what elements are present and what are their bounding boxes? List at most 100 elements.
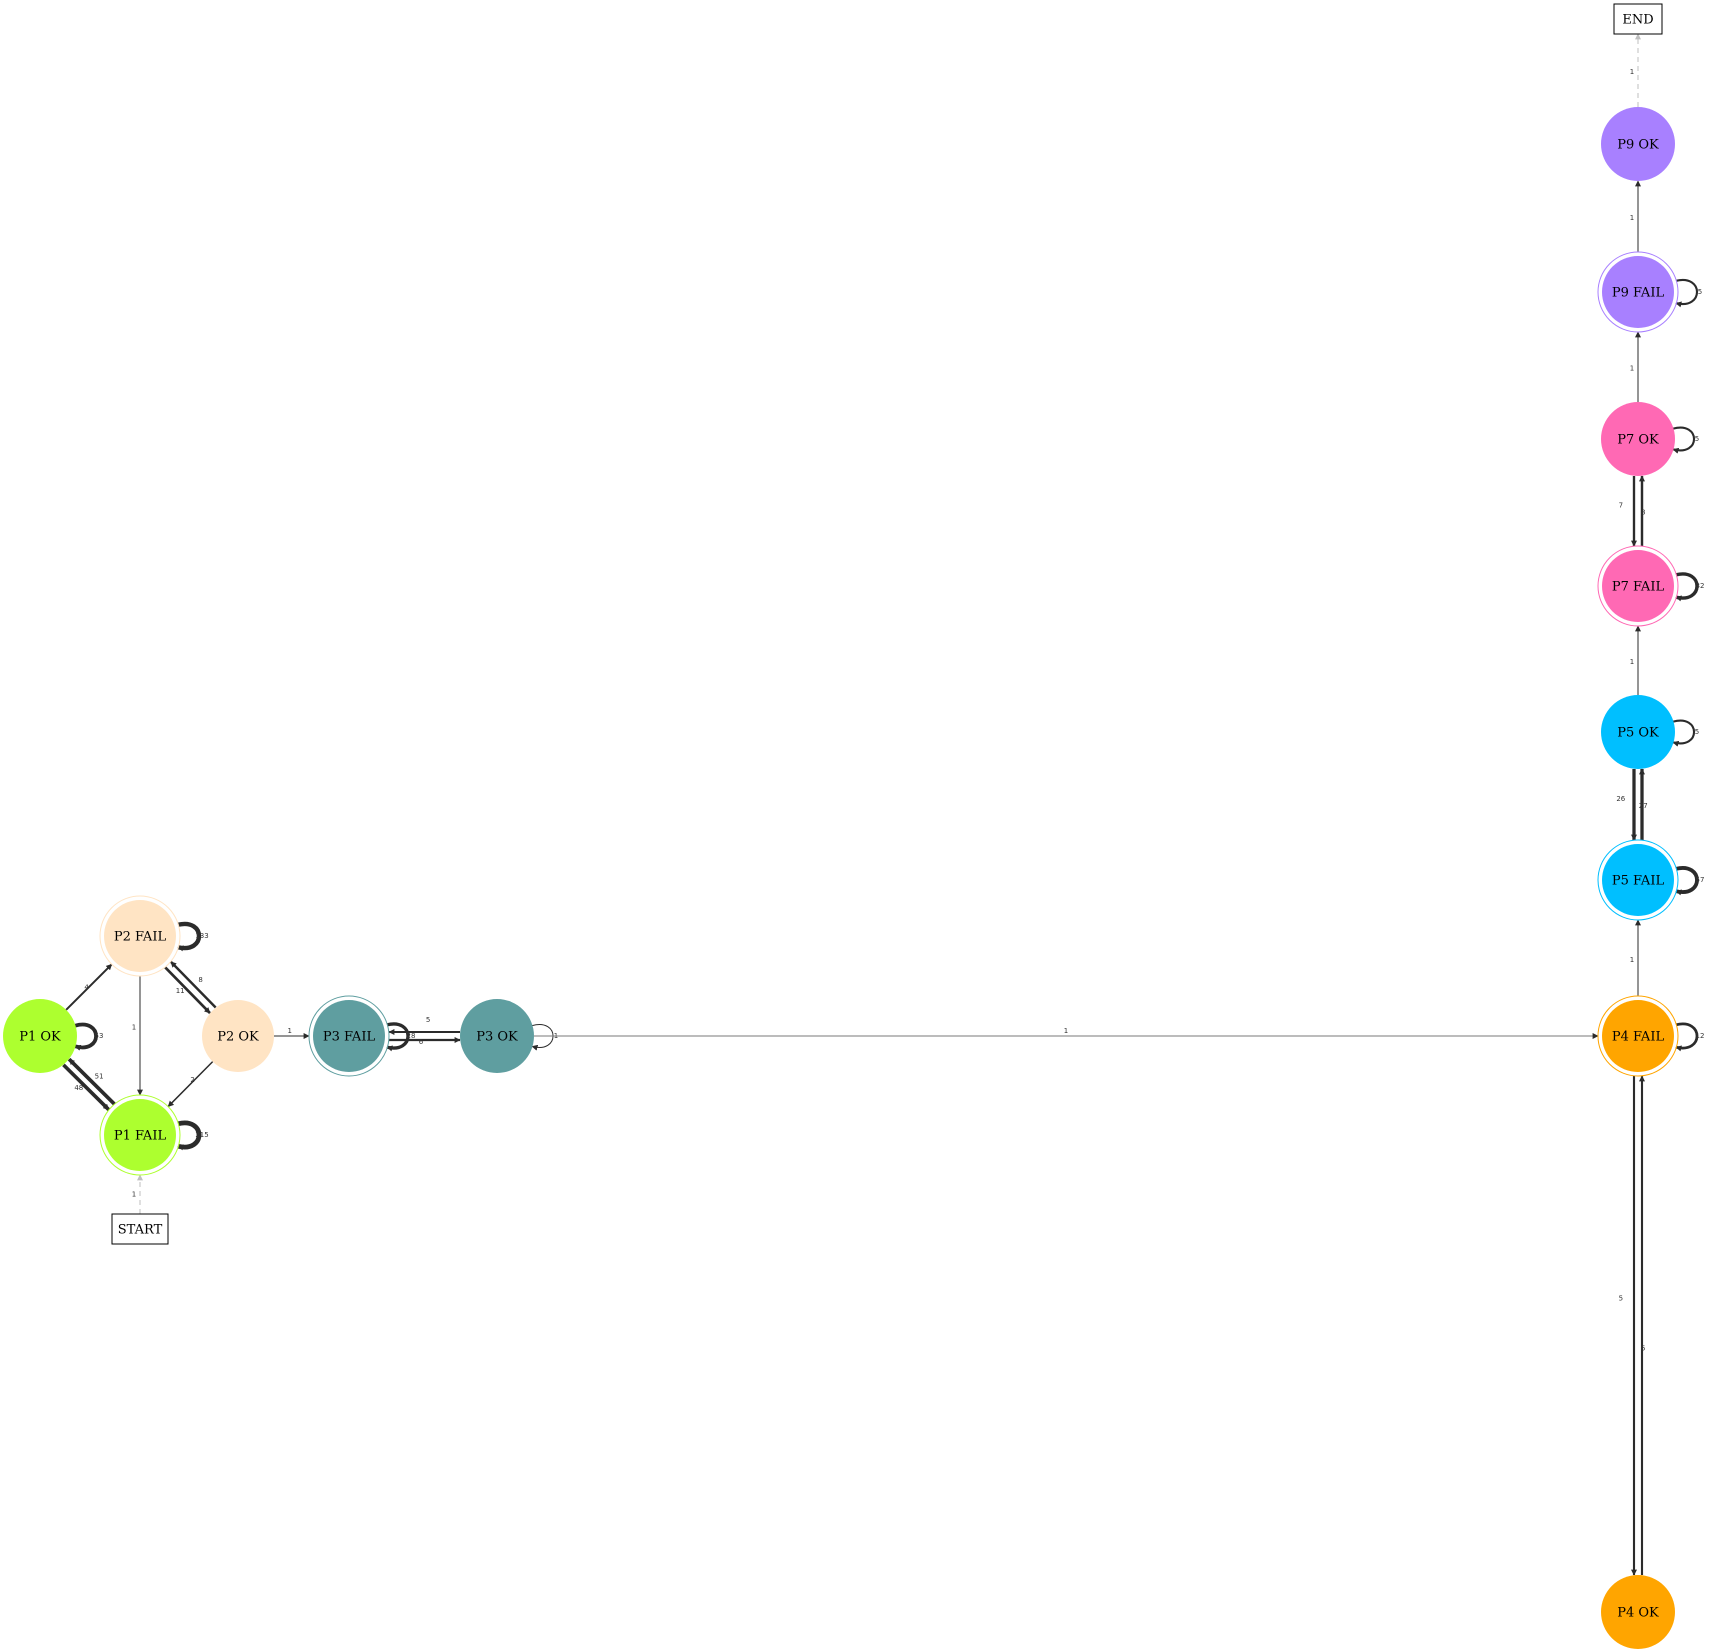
edge-p4ok-to-p4fail-label: 5 xyxy=(1641,1344,1645,1352)
edge-p3fail-to-p3fail xyxy=(386,1022,410,1052)
node-p2fail-label: P2 FAIL xyxy=(114,930,167,945)
node-p4ok[interactable]: P4 OK xyxy=(1601,1575,1675,1649)
node-p1fail[interactable]: P1 FAIL xyxy=(99,1094,181,1176)
node-p5fail-circle xyxy=(1602,844,1674,916)
edge-p7ok-to-p7ok xyxy=(1672,426,1696,454)
node-p2fail[interactable]: P2 FAIL xyxy=(99,895,181,977)
node-p4fail-outer-ring xyxy=(1597,995,1679,1077)
edge-p5ok-to-p5ok xyxy=(1672,719,1696,747)
edge-p1ok-to-p2fail-label: 4 xyxy=(84,983,89,991)
node-p3fail[interactable]: P3 FAIL xyxy=(308,995,390,1077)
node-p5ok-circle xyxy=(1601,695,1675,769)
edge-p7ok-to-p9fail-label: 1 xyxy=(1630,365,1634,373)
node-p3ok-circle xyxy=(460,999,534,1073)
edge-p2ok-to-p1fail xyxy=(167,1061,214,1108)
edge-p2ok-to-p1fail-label: 2 xyxy=(190,1076,194,1084)
node-p4fail-circle xyxy=(1602,1000,1674,1072)
node-p5ok-label: P5 OK xyxy=(1617,726,1659,741)
node-p9fail[interactable]: P9 FAIL xyxy=(1597,251,1679,333)
edge-p2fail-to-p2fail-label: 133 xyxy=(195,932,208,940)
edge-p1ok-to-p1fail-label: 48 xyxy=(74,1084,83,1092)
node-p1fail-outer-ring xyxy=(99,1094,181,1176)
edge-p9ok-to-end-label: 1 xyxy=(1630,68,1634,76)
edge-p4fail-to-p5fail-label: 1 xyxy=(1630,956,1634,964)
node-p1ok[interactable]: P1 OK xyxy=(3,999,77,1073)
edge-p3fail-to-p3ok-label: 6 xyxy=(419,1038,424,1046)
edge-p5fail-to-p5fail xyxy=(1675,866,1699,896)
edge-p2ok-to-p2fail-label: 8 xyxy=(198,976,202,984)
edge-p1ok-to-p1ok-label: 53 xyxy=(95,1032,104,1040)
node-p9ok[interactable]: P9 OK xyxy=(1601,107,1675,181)
edge-p4fail-to-p4fail xyxy=(1675,1022,1699,1052)
node-p5fail-outer-ring xyxy=(1597,839,1679,921)
node-p7fail-outer-ring xyxy=(1597,545,1679,627)
node-p1ok-circle xyxy=(3,999,77,1073)
node-start-box xyxy=(111,1213,169,1245)
node-layer: START END P1 OK P1 FAIL P2 FAIL P2 OK P3 FAIL P… xyxy=(3,3,1679,1649)
node-p7ok-circle xyxy=(1601,402,1675,476)
node-p1fail-label: P1 FAIL xyxy=(114,1129,167,1144)
node-end[interactable]: END xyxy=(1613,3,1663,35)
edge-p1fail-to-p1fail xyxy=(177,1120,202,1151)
edge-p1fail-to-p1ok xyxy=(67,1057,116,1106)
node-p4ok-circle xyxy=(1601,1575,1675,1649)
edge-p2fail-to-p2fail xyxy=(177,921,202,952)
node-p2fail-circle xyxy=(104,900,176,972)
edge-p4fail-to-p4fail-label: 12 xyxy=(1696,1032,1705,1040)
edge-p1ok-to-p2fail xyxy=(65,963,113,1011)
node-p7ok-label: P7 OK xyxy=(1617,433,1659,448)
node-p7fail[interactable]: P7 FAIL xyxy=(1597,545,1679,627)
node-p3ok-label: P3 OK xyxy=(476,1030,518,1045)
edge-p1fail-to-p1ok-label: 51 xyxy=(95,1073,104,1081)
edge-p7ok-to-p7ok-label: 5 xyxy=(1695,435,1699,443)
node-p2fail-outer-ring xyxy=(99,895,181,977)
edge-p2fail-to-p2ok-label: 11 xyxy=(176,987,185,995)
edge-p2ok-to-p3fail-label: 1 xyxy=(288,1027,292,1035)
edge-p5fail-to-p5fail-label: 57 xyxy=(1696,876,1705,884)
edge-p5ok-to-p5fail-label: 26 xyxy=(1616,795,1625,803)
edge-p5ok-to-p7fail-label: 1 xyxy=(1630,658,1634,666)
node-p1fail-circle xyxy=(104,1099,176,1171)
edge-p5ok-to-p5ok-label: 5 xyxy=(1695,728,1699,736)
edge-p9fail-to-p9ok-label: 1 xyxy=(1630,214,1634,222)
edge-p2fail-to-p2ok xyxy=(164,966,211,1015)
node-p3fail-circle xyxy=(313,1000,385,1072)
node-p1ok-label: P1 OK xyxy=(19,1030,61,1045)
node-start-label: START xyxy=(118,1223,163,1238)
node-p7fail-label: P7 FAIL xyxy=(1612,580,1665,595)
node-p2ok-label: P2 OK xyxy=(217,1030,259,1045)
node-p9fail-circle xyxy=(1602,256,1674,328)
edge-start-to-p1fail-label: 1 xyxy=(132,1190,136,1198)
edge-p2fail-to-p1fail-label: 1 xyxy=(132,1024,136,1032)
edge-p7fail-to-p7fail-label: 32 xyxy=(1696,582,1705,590)
node-p4ok-label: P4 OK xyxy=(1617,1606,1659,1621)
edge-p7ok-to-p7fail-label: 7 xyxy=(1619,502,1623,510)
edge-p3ok-to-p4fail-label: 1 xyxy=(1064,1027,1068,1035)
edge-p9fail-to-p9fail xyxy=(1675,278,1699,308)
edge-p4fail-to-p4ok-label: 5 xyxy=(1619,1295,1623,1303)
edge-p9fail-to-p9fail-label: 5 xyxy=(1698,288,1702,296)
node-p2ok-circle xyxy=(202,1000,274,1072)
edge-p3ok-to-p3fail-label: 5 xyxy=(426,1016,430,1024)
node-start[interactable]: START xyxy=(111,1213,169,1245)
node-p7fail-circle xyxy=(1602,550,1674,622)
edge-p1fail-to-p1fail-label: 215 xyxy=(195,1131,208,1139)
node-p2ok[interactable]: P2 OK xyxy=(202,1000,274,1072)
edge-p3fail-to-p3fail-label: 28 xyxy=(407,1032,416,1040)
node-p3fail-outer-ring xyxy=(308,995,390,1077)
node-p9fail-outer-ring xyxy=(1597,251,1679,333)
node-p7ok[interactable]: P7 OK xyxy=(1601,402,1675,476)
node-p3ok[interactable]: P3 OK xyxy=(460,999,534,1073)
node-p4fail[interactable]: P4 FAIL xyxy=(1597,995,1679,1077)
node-p3fail-label: P3 FAIL xyxy=(323,1030,376,1045)
node-p5ok[interactable]: P5 OK xyxy=(1601,695,1675,769)
edge-p7fail-to-p7ok-label: 8 xyxy=(1641,509,1645,517)
node-p9ok-label: P9 OK xyxy=(1617,138,1659,153)
node-end-label: END xyxy=(1622,13,1653,28)
edge-p2ok-to-p2fail xyxy=(169,960,217,1009)
node-p9fail-label: P9 FAIL xyxy=(1612,286,1665,301)
node-p4fail-label: P4 FAIL xyxy=(1612,1030,1665,1045)
edge-p1ok-to-p1fail xyxy=(62,1063,111,1112)
node-p5fail[interactable]: P5 FAIL xyxy=(1597,839,1679,921)
